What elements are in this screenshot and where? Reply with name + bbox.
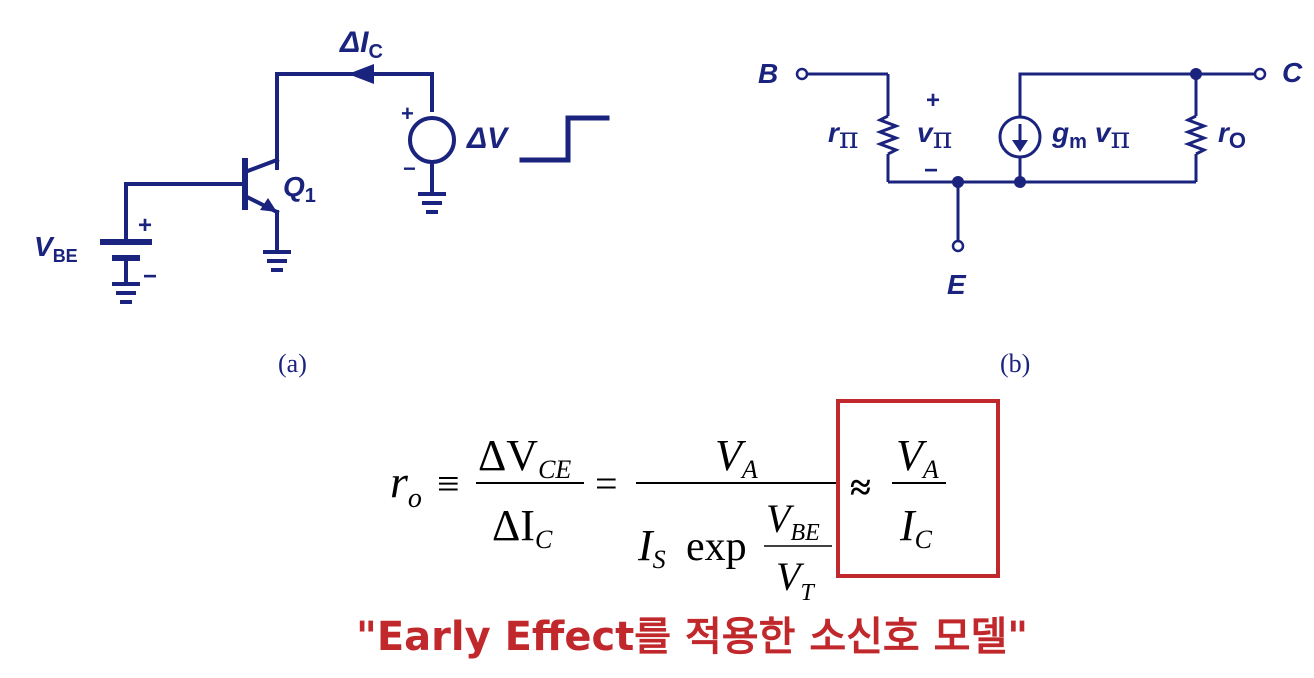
caption-a: (a) xyxy=(278,349,307,378)
eq-frac2-den-exp: exp xyxy=(686,524,747,570)
bjt-collector xyxy=(242,157,280,175)
eq-frac3-num: VA xyxy=(896,431,939,484)
eq-inner-num: VBE xyxy=(766,496,820,546)
step-waveform xyxy=(519,115,610,163)
label-ro: rO xyxy=(1218,117,1246,153)
wire-top xyxy=(1018,72,1256,116)
current-source-arrow-icon xyxy=(1012,140,1028,152)
resistor-ro-icon xyxy=(1183,114,1209,156)
node-dot-c xyxy=(1190,68,1202,80)
eq-frac3-den: IC xyxy=(899,501,933,554)
source-minus: − xyxy=(403,156,416,181)
wire-base xyxy=(124,182,247,242)
label-e: E xyxy=(947,269,967,300)
voltage-source xyxy=(408,116,456,164)
eq-frac1-den: ΔIC xyxy=(492,501,553,554)
early-effect-equation: ro ≡ ΔVCE ΔIC = VA IS exp VBE VT ≈ xyxy=(390,399,1000,606)
eq-equals: = xyxy=(595,461,618,506)
eq-inner-den: VT xyxy=(776,554,815,606)
label-delta-v: ΔV xyxy=(466,122,510,155)
caption-b: (b) xyxy=(1000,349,1030,378)
vpi-minus: − xyxy=(924,157,938,184)
highlight-box xyxy=(836,399,1000,578)
battery-minus: − xyxy=(143,263,157,290)
arrow-delta-ic xyxy=(348,64,374,84)
eq-equiv: ≡ xyxy=(437,461,460,506)
label-delta-ic: ΔIC xyxy=(339,26,383,63)
label-vpi: vπ xyxy=(917,117,952,156)
eq-lhs: ro xyxy=(390,456,422,514)
label-b: B xyxy=(758,58,778,89)
eq-frac1-num: ΔVCE xyxy=(478,431,571,484)
source-plus: + xyxy=(401,101,414,126)
ground-icon-emitter xyxy=(263,250,291,272)
node-dot-e xyxy=(952,176,964,188)
eq-approx: ≈ xyxy=(850,467,871,509)
label-rpi: rπ xyxy=(828,117,859,156)
terminal-b xyxy=(795,67,809,81)
vpi-plus: + xyxy=(926,87,940,114)
circuit-a: ΔIC + − ΔV Q1 VBE + − (a) xyxy=(34,26,610,378)
eq-frac2-den-is: IS xyxy=(637,521,666,574)
bjt-emitter-arrow-icon xyxy=(260,198,277,212)
annotation-note: "Early Effect를 적용한 소신호 모델" xyxy=(356,614,1028,660)
ground-icon-battery xyxy=(112,282,140,304)
label-c: C xyxy=(1282,57,1303,88)
ground-icon-source xyxy=(418,192,446,214)
resistor-rpi-icon xyxy=(875,114,901,156)
label-vbe: VBE xyxy=(34,231,78,266)
terminal-e xyxy=(951,239,965,253)
terminal-c xyxy=(1253,67,1267,81)
eq-frac2-num: VA xyxy=(715,431,758,484)
battery-plus: + xyxy=(138,212,152,239)
node-dot-cs xyxy=(1014,176,1026,188)
label-q1: Q1 xyxy=(283,171,316,207)
